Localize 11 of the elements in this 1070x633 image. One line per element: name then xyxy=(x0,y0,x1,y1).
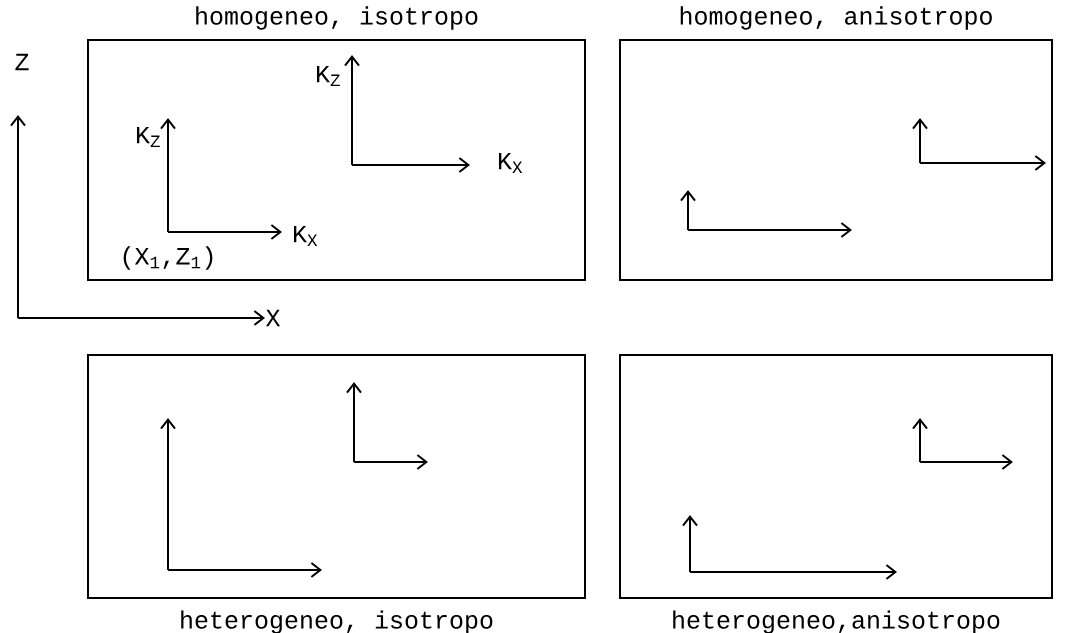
axis-label: (X$_{1}$,Z$_{1}$) xyxy=(123,246,213,270)
axis-label: K$_{Z}$ xyxy=(317,65,340,87)
panel-heading: homogeneo, isotropo xyxy=(196,6,478,30)
axis-label: X xyxy=(265,309,281,327)
axis-label: K$_{Z}$ xyxy=(137,126,160,148)
axis-label: Z xyxy=(15,53,29,71)
panel-heading: homogeneo, anisotropo xyxy=(680,6,992,30)
axis-label: K$_{X}$ xyxy=(499,152,523,174)
panel-heading: heterogeneo,anisotropo xyxy=(673,610,1000,633)
panel-heading: heterogeneo, isotropo xyxy=(181,610,493,633)
axis-label: K$_{X}$ xyxy=(294,225,318,247)
